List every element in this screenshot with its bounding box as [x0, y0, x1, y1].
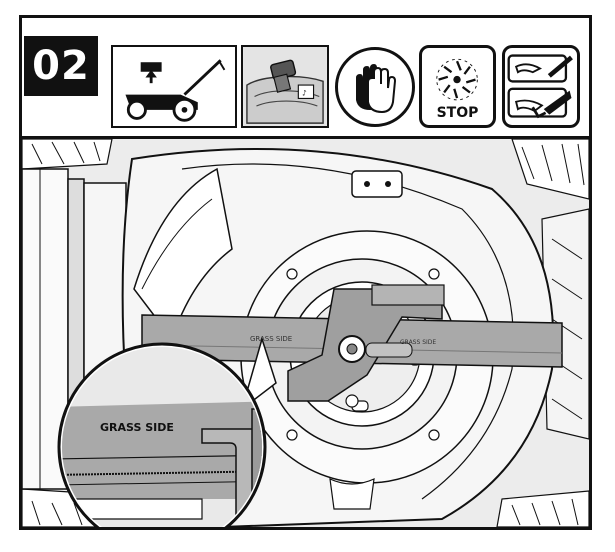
svg-text:♪: ♪: [302, 89, 307, 98]
blade-removal-illustration: GRASS SIDE GRASS SIDE GRASS SIDE: [22, 139, 589, 527]
wear-gloves-icon: [335, 47, 415, 127]
instruction-header: 02: [22, 18, 589, 139]
blade-text-faint-right: GRASS SIDE: [400, 339, 436, 346]
disconnect-battery-icon: ♪: [241, 45, 329, 128]
hand-warning-icon: [502, 45, 580, 128]
stop-label: STOP: [436, 105, 479, 121]
blade-stop-icon: STOP: [419, 45, 496, 128]
step-number: 02: [24, 36, 98, 96]
lift-mower-icon: [111, 45, 237, 128]
blade-text-faint: GRASS SIDE: [250, 335, 292, 343]
instruction-panel: 02: [19, 15, 592, 530]
blade-grass-side-label: GRASS SIDE: [100, 421, 174, 434]
